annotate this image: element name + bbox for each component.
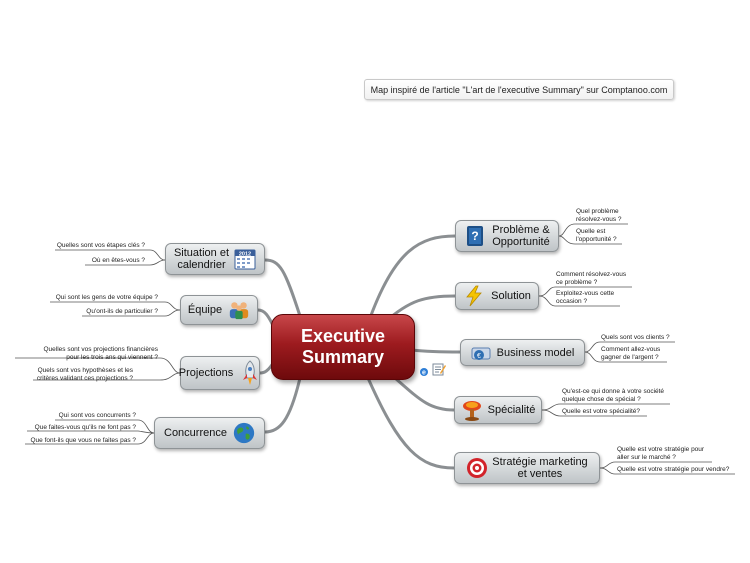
central-topic-label: Executive Summary [300,326,386,367]
leaf-equipe-2[interactable]: Qu'ont-ils de particulier ? [86,308,158,315]
branch-business [411,348,461,354]
leaf-situation-2[interactable]: Où en êtes-vous ? [91,257,145,264]
leaf-specialite-1[interactable]: Qu'est-ce qui donne à votre société quel… [562,388,665,403]
branch-strategie [366,377,455,470]
topic-equipe[interactable]: Équipe [180,295,258,325]
leaf-concurrence-3[interactable]: Que font-ils que vous ne faites pas ? [30,437,136,444]
leaf-concurrence-2[interactable]: Que faites-vous qu'ils ne font pas ? [34,424,136,431]
ie-link-icon[interactable]: e [419,364,429,382]
rocket-icon [239,360,261,385]
leaf-specialite-2[interactable]: Quelle est votre spécialité? [562,408,641,415]
topic-solution[interactable]: Solution [455,282,539,310]
topic-strategie-label: Stratégie marketing et ventes [492,456,588,480]
branch-situation [264,258,302,317]
leaf-probleme-2[interactable]: Quelle est l'opportunité ? [576,228,617,243]
branch-probleme [368,234,456,319]
leaf-strategie-1[interactable]: Quelle est votre stratégie pour aller su… [617,446,705,461]
topic-strategie[interactable]: Stratégie marketing et ventes [454,452,600,484]
topic-specialite[interactable]: Spécialité [454,396,542,424]
leaf-strategie-2[interactable]: Quelle est votre stratégie pour vendre? [617,466,730,473]
leaf-solution-1[interactable]: Comment résolvez-vous ce problème ? [556,271,627,286]
lightning-icon [463,285,485,307]
leaf-situation-1[interactable]: Quelles sont vos étapes clés ? [56,242,145,249]
money-icon: € [471,342,493,364]
calendar-year-text: 2012 [239,252,251,258]
topic-equipe-label: Équipe [187,304,223,316]
leaf-business-2[interactable]: Comment allez-vous gagner de l'argent ? [601,346,661,361]
topic-projections[interactable]: Projections [178,356,261,390]
central-topic[interactable]: Executive Summary [271,314,415,380]
leaf-solution-2[interactable]: Exploitez-vous cette occasion ? [556,290,615,305]
globe-icon [233,422,255,444]
leaf-business-1[interactable]: Quels sont vos clients ? [601,334,670,341]
branch-concurrence [264,377,302,434]
leaf-concurrence-1[interactable]: Qui sont vos concurrents ? [58,412,136,419]
source-note-text: Map inspiré de l'article "L'art de l'exe… [370,84,668,95]
note-icon[interactable] [432,362,446,381]
topic-business[interactable]: € Business model [460,339,585,366]
leaf-projections-2[interactable]: Quels sont vos hypothèses et les critère… [36,367,133,382]
book-question-icon: ? [464,225,486,247]
topic-projections-label: Projections [178,367,234,379]
topic-specialite-label: Spécialité [487,404,536,416]
leaf-probleme-1[interactable]: Quel problème résolvez-vous ? [576,208,622,223]
topic-situation-label: Situation et calendrier [173,247,230,271]
leaf-equipe-1[interactable]: Qui sont les gens de votre équipe ? [55,294,158,301]
source-note: Map inspiré de l'article "L'art de l'exe… [364,79,674,100]
topic-probleme-label: Problème & Opportunité [492,224,550,248]
svg-text:e: e [422,370,426,377]
topic-concurrence[interactable]: Concurrence [154,417,265,449]
topic-business-label: Business model [496,346,575,359]
topic-probleme[interactable]: ? Problème & Opportunité [455,220,559,252]
leaf-projections-1[interactable]: Quelles sont vos projections financières… [43,346,158,361]
team-icon [228,299,250,321]
svg-text:€: € [477,353,481,360]
explosion-icon [461,399,483,421]
svg-text:?: ? [472,229,479,243]
topic-solution-label: Solution [491,290,531,302]
target-icon [466,457,488,479]
topic-concurrence-label: Concurrence [164,427,227,439]
calendar-icon: 2012 [234,248,256,270]
branch-specialite [394,376,455,412]
topic-situation[interactable]: Situation et calendrier 2012 [165,243,265,275]
